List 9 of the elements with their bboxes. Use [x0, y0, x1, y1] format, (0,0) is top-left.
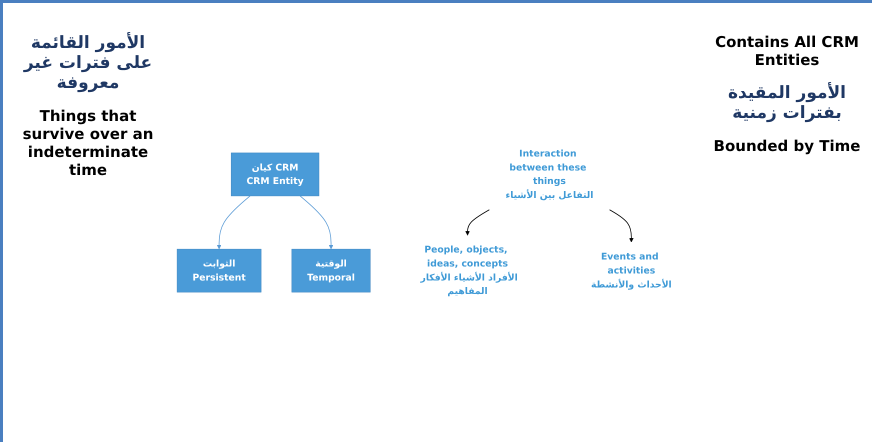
arrow: [465, 209, 490, 236]
arrow: [300, 196, 334, 250]
note-text: Bounded by Time: [712, 137, 862, 155]
note-text: Contains All CRM Entities: [714, 33, 860, 69]
note-text: Things that survive over an indeterminate time: [22, 107, 154, 179]
note-text: الأمور المقيدة بفترات زمنية: [726, 83, 847, 123]
note-text: الأمور القائمة على فترات غير معروفة: [22, 33, 154, 93]
arrow: [216, 196, 250, 250]
arrow: [609, 209, 634, 242]
